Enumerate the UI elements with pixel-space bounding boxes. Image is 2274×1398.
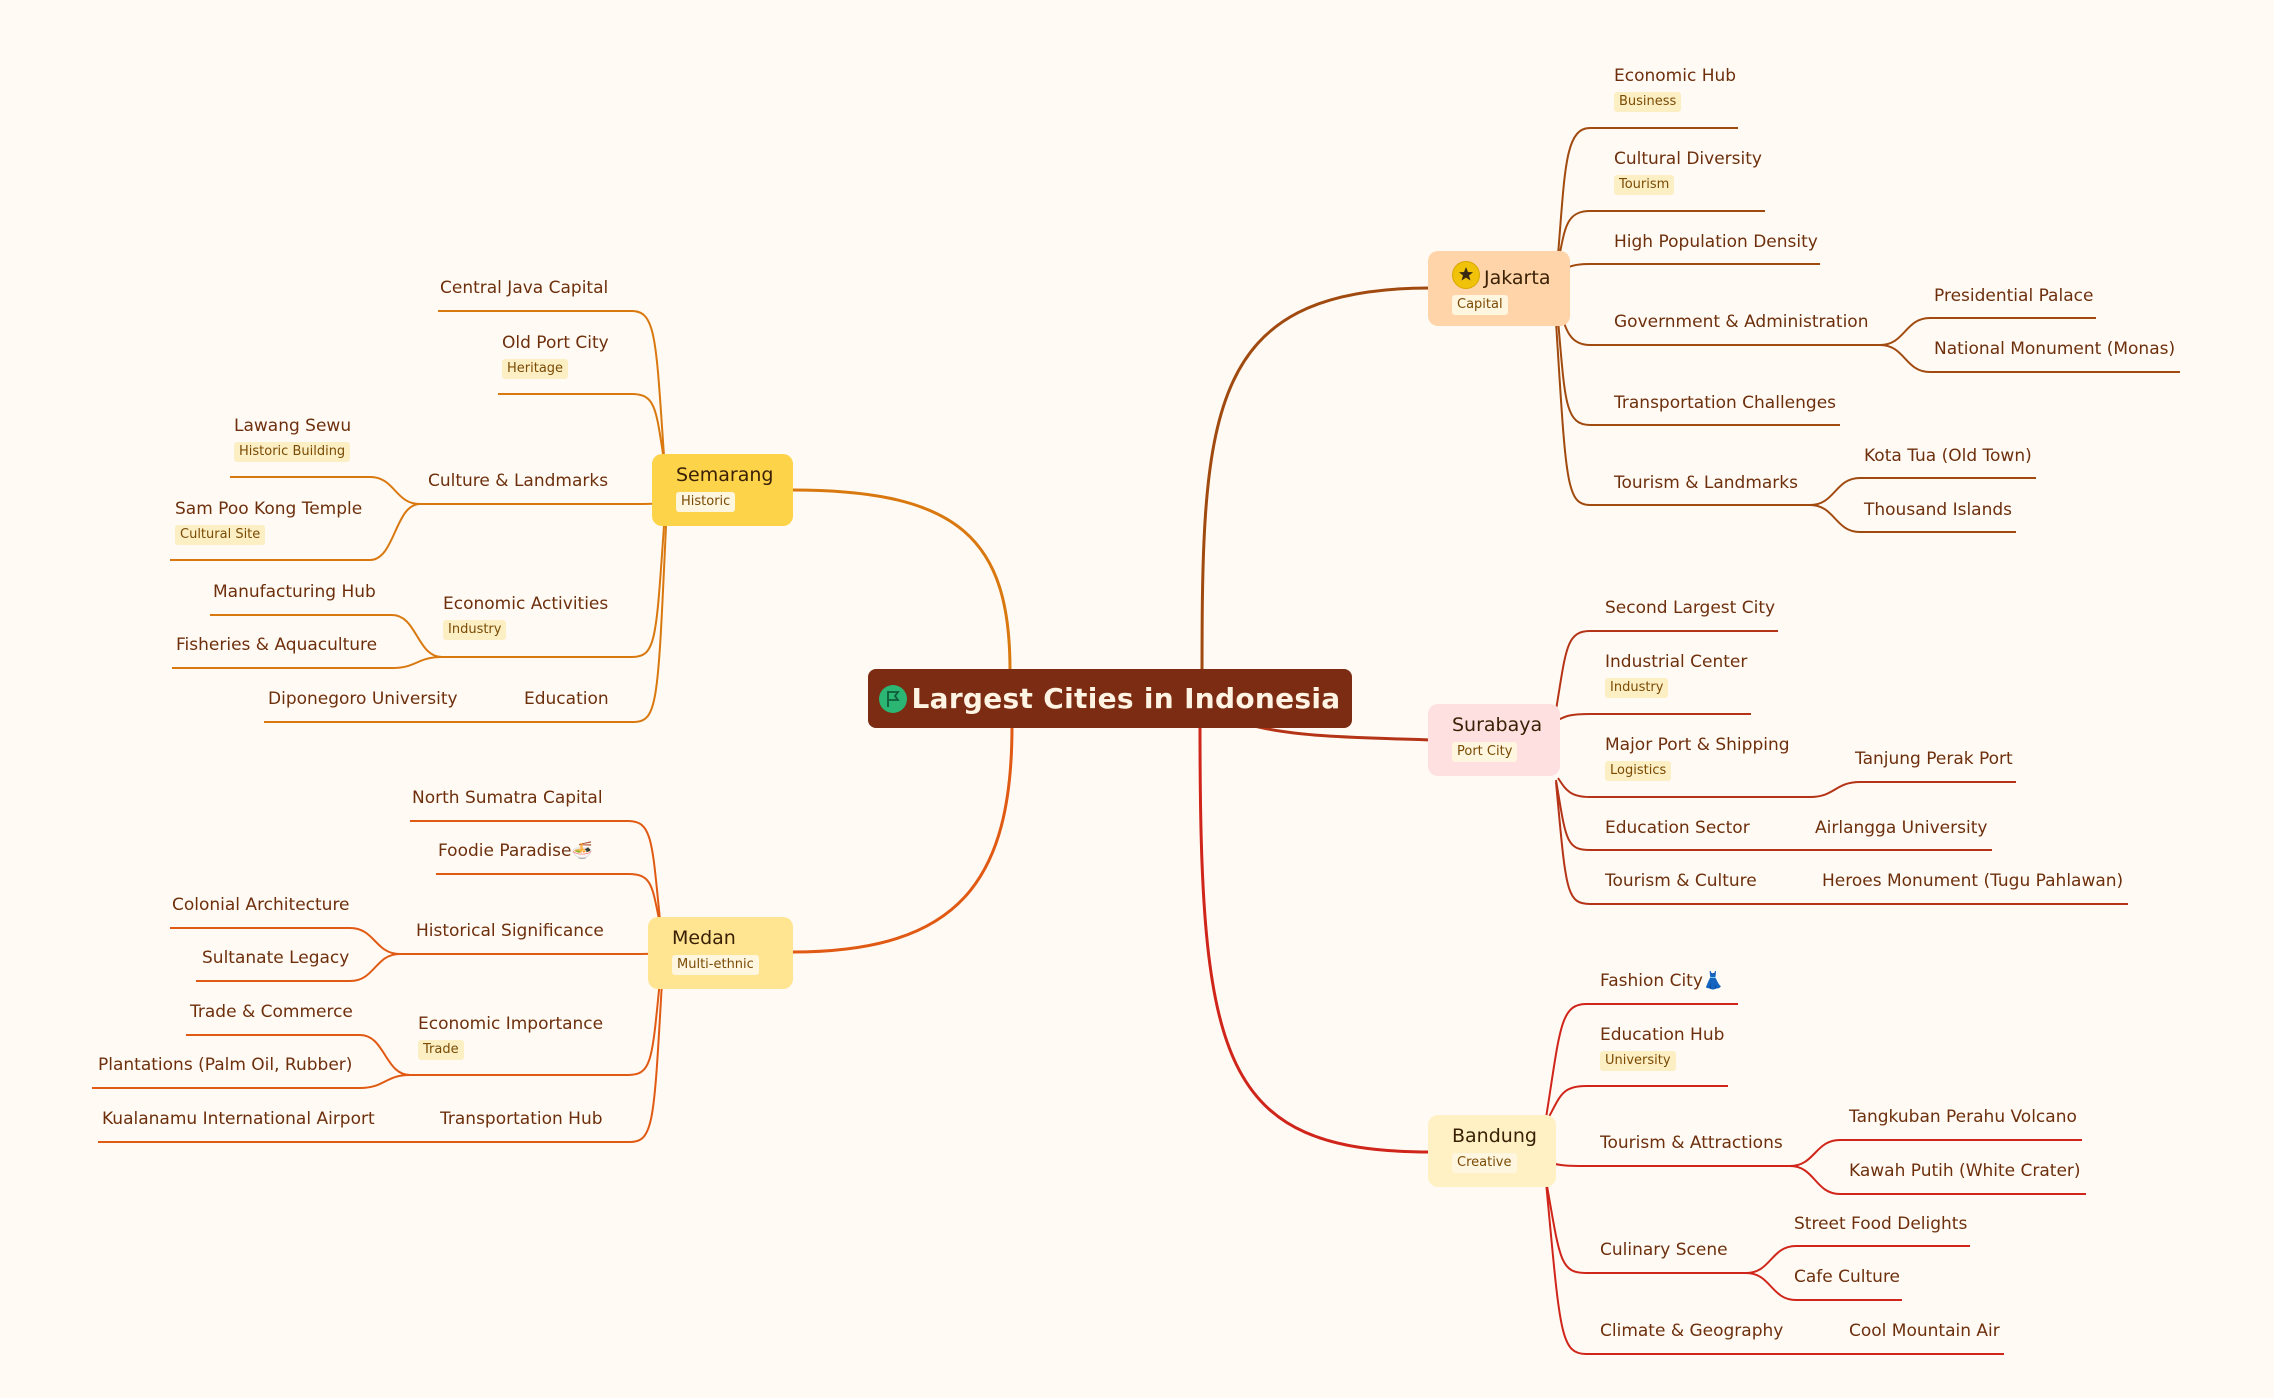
topic-label: Major Port & Shipping: [1605, 735, 1790, 755]
tag-logistics: Logistics: [1605, 761, 1672, 781]
tag-capital: Capital: [1452, 295, 1508, 315]
topic-lawang-sewu[interactable]: Lawang Sewu Historic Building: [234, 416, 351, 462]
topic-label: Economic Activities: [443, 594, 609, 614]
topic-education[interactable]: Education: [524, 689, 609, 709]
topic-culinary-scene[interactable]: Culinary Scene: [1600, 1240, 1728, 1260]
branch-label-jakarta: Jakarta: [1484, 267, 1551, 289]
topic-tourism-attractions[interactable]: Tourism & Attractions: [1600, 1133, 1783, 1153]
topic-kota-tua[interactable]: Kota Tua (Old Town): [1864, 446, 2032, 466]
topic-plantations[interactable]: Plantations (Palm Oil, Rubber): [98, 1055, 353, 1075]
topic-second-largest-city[interactable]: Second Largest City: [1605, 598, 1776, 618]
topic-transportation-hub[interactable]: Transportation Hub: [440, 1109, 603, 1129]
topic-label: Education Hub: [1600, 1025, 1725, 1045]
topic-trade-commerce[interactable]: Trade & Commerce: [190, 1002, 353, 1022]
branch-label-semarang: Semarang: [676, 464, 774, 486]
topic-label: Sam Poo Kong Temple: [175, 499, 363, 519]
branch-label-medan: Medan: [672, 927, 736, 949]
link-root-bandung: [1198, 725, 1431, 1154]
topic-education-hub[interactable]: Education Hub University: [1600, 1025, 1724, 1071]
topic-north-sumatra-capital[interactable]: North Sumatra Capital: [412, 788, 603, 808]
topic-tourism-culture[interactable]: Tourism & Culture: [1605, 871, 1757, 891]
topic-climate-geography[interactable]: Climate & Geography: [1600, 1321, 1784, 1341]
tag-trade: Trade: [418, 1040, 464, 1060]
topic-label: Economic Hub: [1614, 66, 1737, 86]
topic-thousand-islands[interactable]: Thousand Islands: [1864, 500, 2013, 520]
topic-sultanate-legacy[interactable]: Sultanate Legacy: [202, 948, 350, 968]
topic-economic-activities[interactable]: Economic Activities Industry: [443, 594, 608, 640]
topic-airlangga-university[interactable]: Airlangga University: [1815, 818, 1988, 838]
topic-major-port-shipping[interactable]: Major Port & Shipping Logistics: [1605, 735, 1790, 781]
link-root-jakarta: [1200, 286, 1431, 701]
topic-label: Lawang Sewu: [234, 416, 352, 436]
topic-cafe-culture[interactable]: Cafe Culture: [1794, 1267, 1901, 1287]
tag-historic-building: Historic Building: [234, 442, 351, 462]
tag-historic: Historic: [676, 492, 736, 512]
topic-national-monument[interactable]: National Monument (Monas): [1934, 339, 2176, 359]
branch-semarang[interactable]: Semarang Historic: [652, 454, 793, 526]
topic-tourism-landmarks[interactable]: Tourism & Landmarks: [1614, 473, 1798, 493]
topic-historical-significance[interactable]: Historical Significance: [416, 921, 604, 941]
topic-high-population-density[interactable]: High Population Density: [1614, 232, 1818, 252]
topic-presidential-palace[interactable]: Presidential Palace: [1934, 286, 2094, 306]
flag-icon: [879, 684, 908, 713]
tag-multi-ethnic: Multi-ethnic: [672, 955, 759, 975]
topic-foodie-paradise[interactable]: Foodie Paradise🍜: [438, 841, 593, 861]
root-title: Largest Cities in Indonesia: [911, 682, 1341, 715]
topic-education-sector[interactable]: Education Sector: [1605, 818, 1750, 838]
topic-tanjung-perak-port[interactable]: Tanjung Perak Port: [1855, 749, 2013, 769]
star-icon: [1452, 261, 1480, 289]
topic-sam-poo-kong[interactable]: Sam Poo Kong Temple Cultural Site: [175, 499, 362, 545]
tag-industry: Industry: [443, 620, 507, 640]
branch-bandung[interactable]: Bandung Creative: [1428, 1115, 1556, 1187]
topic-label: Economic Importance: [418, 1014, 604, 1034]
branch-medan[interactable]: Medan Multi-ethnic: [648, 917, 793, 989]
topic-old-port-city[interactable]: Old Port City Heritage: [502, 333, 609, 379]
topic-street-food[interactable]: Street Food Delights: [1794, 1214, 1968, 1234]
topic-fisheries-aquaculture[interactable]: Fisheries & Aquaculture: [176, 635, 378, 655]
topic-kawah-putih[interactable]: Kawah Putih (White Crater): [1849, 1161, 2081, 1181]
topic-economic-importance[interactable]: Economic Importance Trade: [418, 1014, 603, 1060]
link-root-surabaya: [1254, 724, 1431, 742]
branch-jakarta[interactable]: Jakarta Capital: [1428, 251, 1570, 326]
topic-label: Cultural Diversity: [1614, 149, 1762, 169]
tag-heritage: Heritage: [502, 359, 569, 379]
topic-label: Old Port City: [502, 333, 609, 353]
branch-label-surabaya: Surabaya: [1452, 714, 1543, 736]
topic-central-java-capital[interactable]: Central Java Capital: [440, 278, 609, 298]
topic-transportation-challenges[interactable]: Transportation Challenges: [1614, 393, 1837, 413]
branch-label-bandung: Bandung: [1452, 1125, 1537, 1147]
tag-university: University: [1600, 1051, 1676, 1071]
branch-surabaya[interactable]: Surabaya Port City: [1428, 704, 1560, 776]
topic-heroes-monument[interactable]: Heroes Monument (Tugu Pahlawan): [1822, 871, 2124, 891]
topic-tangkuban-perahu[interactable]: Tangkuban Perahu Volcano: [1849, 1107, 2077, 1127]
topic-cool-mountain-air[interactable]: Cool Mountain Air: [1849, 1321, 2000, 1341]
tag-business: Business: [1614, 92, 1682, 112]
topic-industrial-center[interactable]: Industrial Center Industry: [1605, 652, 1747, 698]
tag-port-city: Port City: [1452, 742, 1518, 762]
topic-manufacturing-hub[interactable]: Manufacturing Hub: [213, 582, 376, 602]
topic-economic-hub[interactable]: Economic Hub Business: [1614, 66, 1736, 112]
topic-culture-landmarks[interactable]: Culture & Landmarks: [428, 471, 609, 491]
tag-creative: Creative: [1452, 1153, 1517, 1173]
topic-fashion-city[interactable]: Fashion City👗: [1600, 971, 1725, 991]
topic-colonial-architecture[interactable]: Colonial Architecture: [172, 895, 350, 915]
root-topic[interactable]: Largest Cities in Indonesia: [868, 669, 1352, 728]
tag-cultural-site: Cultural Site: [175, 525, 266, 545]
topic-label: Industrial Center: [1605, 652, 1748, 672]
link-root-semarang: [791, 488, 1012, 671]
topic-cultural-diversity[interactable]: Cultural Diversity Tourism: [1614, 149, 1762, 195]
link-root-medan: [791, 725, 1014, 954]
topic-kualanamu-airport[interactable]: Kualanamu International Airport: [102, 1109, 375, 1129]
topic-government-administration[interactable]: Government & Administration: [1614, 312, 1869, 332]
tag-industry: Industry: [1605, 678, 1669, 698]
topic-diponegoro-university[interactable]: Diponegoro University: [268, 689, 458, 709]
tag-tourism: Tourism: [1614, 175, 1675, 195]
